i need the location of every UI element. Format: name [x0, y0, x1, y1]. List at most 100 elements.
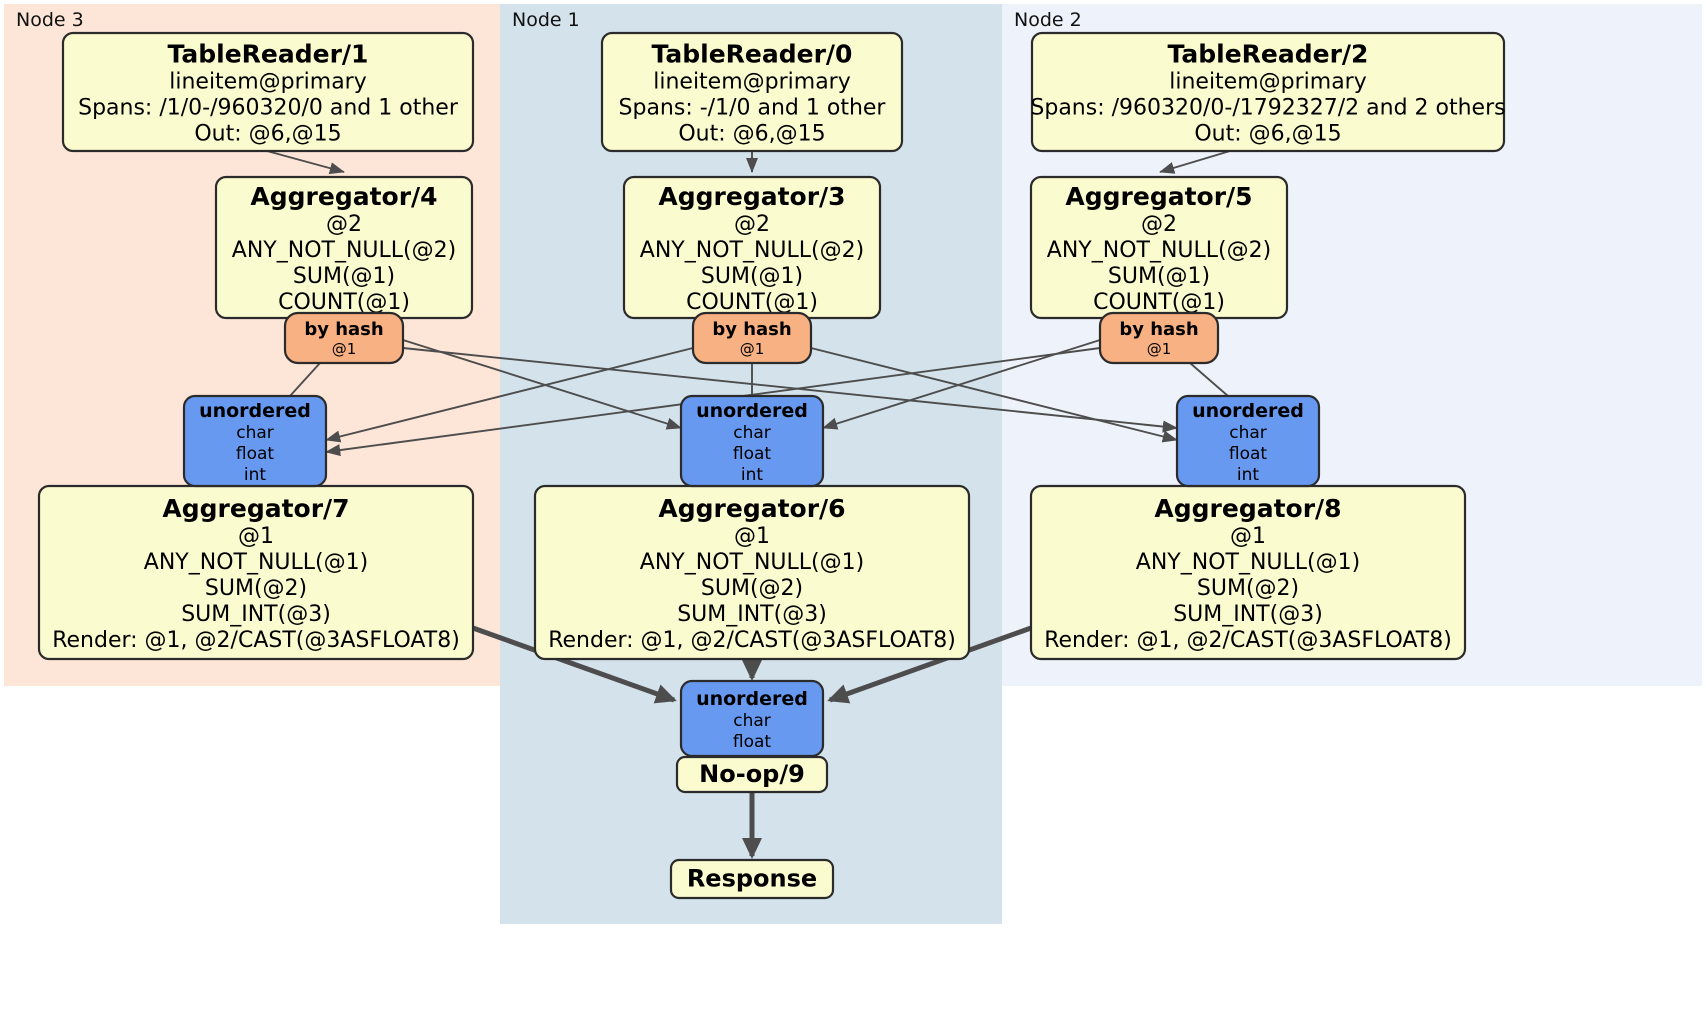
edge-byhash3-unordered7	[325, 347, 694, 443]
processor-title-aggregator8: Aggregator/8	[1154, 494, 1341, 523]
edge-byhash4-unordered7	[289, 362, 321, 397]
synchronizer-line-unordered8-2: int	[1237, 465, 1259, 485]
router-box-byhash3[interactable]	[691, 311, 813, 365]
synchronizer-box-unordered6[interactable]	[679, 394, 825, 488]
processor-title-tablereader2: TableReader/2	[1168, 40, 1369, 69]
synchronizer-title-unordered6: unordered	[696, 400, 808, 422]
processor-aggregator7[interactable]: Aggregator/7@1ANY_NOT_NULL(@1)SUM(@2)SUM…	[37, 484, 475, 661]
processor-line-aggregator8-2: SUM(@2)	[1197, 576, 1299, 601]
terminal-title-response: Response	[687, 865, 817, 893]
processor-line-aggregator8-3: SUM_INT(@3)	[1173, 602, 1323, 627]
processor-line-aggregator7-4: Render: @1, @2/CAST(@3ASFLOAT8)	[52, 628, 460, 653]
synchronizer-line-unordered7-0: char	[236, 423, 274, 443]
processor-box-tablereader0[interactable]	[600, 31, 904, 153]
edge-agg8-unordered9	[827, 625, 1032, 704]
synchronizer-line-unordered6-2: int	[741, 465, 763, 485]
processor-line-aggregator8-1: ANY_NOT_NULL(@1)	[1136, 550, 1360, 575]
processor-title-aggregator7: Aggregator/7	[162, 494, 349, 523]
processor-line-aggregator4-1: ANY_NOT_NULL(@2)	[232, 238, 456, 263]
node-region-label-node3: Node 3	[16, 9, 84, 31]
synchronizer-title-unordered7: unordered	[199, 400, 311, 422]
synchronizer-title-unordered8: unordered	[1192, 400, 1304, 422]
processor-line-aggregator6-2: SUM(@2)	[701, 576, 803, 601]
processor-line-aggregator3-3: COUNT(@1)	[686, 290, 818, 315]
node-region-label-node1: Node 1	[512, 9, 580, 31]
edge-tr2-agg5	[1159, 150, 1231, 174]
processor-line-aggregator6-1: ANY_NOT_NULL(@1)	[640, 550, 864, 575]
processor-aggregator6[interactable]: Aggregator/6@1ANY_NOT_NULL(@1)SUM(@2)SUM…	[533, 484, 971, 661]
processor-aggregator8[interactable]: Aggregator/8@1ANY_NOT_NULL(@1)SUM(@2)SUM…	[1029, 484, 1467, 661]
router-byhash3[interactable]: by hash@1	[691, 311, 813, 365]
edge-tr1-agg4	[266, 150, 345, 175]
processor-line-aggregator4-2: SUM(@1)	[293, 264, 395, 289]
terminal-box-noop9[interactable]	[675, 755, 829, 794]
processor-line-aggregator8-4: Render: @1, @2/CAST(@3ASFLOAT8)	[1044, 628, 1452, 653]
processor-line-tablereader1-0: lineitem@primary	[169, 70, 367, 95]
processor-line-aggregator5-0: @2	[1141, 212, 1177, 237]
processor-line-aggregator5-2: SUM(@1)	[1108, 264, 1210, 289]
synchronizer-box-unordered7[interactable]	[182, 394, 328, 488]
processor-title-aggregator6: Aggregator/6	[658, 494, 845, 523]
processor-line-tablereader2-0: lineitem@primary	[1169, 70, 1367, 95]
edge-byhash5-unordered8	[1189, 362, 1229, 397]
processor-box-tablereader2[interactable]	[1030, 31, 1506, 153]
edge-byhash3-unordered8	[810, 347, 1178, 443]
router-line-byhash3-0: @1	[740, 340, 765, 358]
processor-line-aggregator6-4: Render: @1, @2/CAST(@3ASFLOAT8)	[548, 628, 956, 653]
processor-title-tablereader1: TableReader/1	[168, 40, 369, 69]
processor-line-aggregator8-0: @1	[1230, 524, 1266, 549]
synchronizer-line-unordered9-0: char	[733, 711, 771, 731]
processor-title-aggregator4: Aggregator/4	[250, 182, 437, 211]
router-title-byhash5: by hash	[1119, 319, 1198, 340]
processor-line-aggregator6-0: @1	[734, 524, 770, 549]
processor-line-aggregator7-3: SUM_INT(@3)	[181, 602, 331, 627]
node-region-label-node2: Node 2	[1014, 9, 1082, 31]
processor-line-aggregator4-3: COUNT(@1)	[278, 290, 410, 315]
processor-line-aggregator7-2: SUM(@2)	[205, 576, 307, 601]
edge-agg7-unordered9	[472, 625, 677, 704]
processor-line-tablereader0-2: Out: @6,@15	[678, 122, 825, 147]
synchronizer-line-unordered6-1: float	[733, 444, 772, 464]
processor-aggregator4[interactable]: Aggregator/4@2ANY_NOT_NULL(@2)SUM(@1)COU…	[214, 175, 474, 320]
router-byhash4[interactable]: by hash@1	[283, 311, 405, 365]
router-title-byhash4: by hash	[304, 319, 383, 340]
router-line-byhash4-0: @1	[332, 340, 357, 358]
processor-line-tablereader2-2: Out: @6,@15	[1194, 122, 1341, 147]
synchronizer-line-unordered9-1: float	[733, 732, 772, 752]
processor-line-tablereader0-1: Spans: -/1/0 and 1 other	[619, 96, 887, 121]
processor-title-aggregator5: Aggregator/5	[1065, 182, 1252, 211]
synchronizer-line-unordered8-0: char	[1229, 423, 1267, 443]
edge-byhash4-unordered6	[402, 339, 682, 430]
synchronizer-box-unordered8[interactable]	[1175, 394, 1321, 488]
router-box-byhash4[interactable]	[283, 311, 405, 365]
processor-line-aggregator7-1: ANY_NOT_NULL(@1)	[144, 550, 368, 575]
processor-box-tablereader1[interactable]	[61, 31, 475, 153]
terminal-noop9[interactable]: No-op/9	[675, 755, 829, 794]
synchronizer-title-unordered9: unordered	[696, 688, 808, 710]
edge-byhash4-unordered8	[402, 347, 1178, 433]
processor-aggregator5[interactable]: Aggregator/5@2ANY_NOT_NULL(@2)SUM(@1)COU…	[1029, 175, 1289, 320]
edges-layer	[266, 150, 1231, 860]
processor-line-tablereader2-1: Spans: /960320/0-/1792327/2 and 2 others	[1030, 96, 1505, 121]
synchronizer-line-unordered7-1: float	[236, 444, 275, 464]
processor-aggregator3[interactable]: Aggregator/3@2ANY_NOT_NULL(@2)SUM(@1)COU…	[622, 175, 882, 320]
processor-line-aggregator5-3: COUNT(@1)	[1093, 290, 1225, 315]
router-box-byhash5[interactable]	[1098, 311, 1220, 365]
terminal-box-response[interactable]	[669, 858, 835, 900]
processor-title-aggregator3: Aggregator/3	[658, 182, 845, 211]
processor-line-aggregator3-0: @2	[734, 212, 770, 237]
terminal-response[interactable]: Response	[669, 858, 835, 900]
terminal-title-noop9: No-op/9	[699, 760, 805, 788]
router-byhash5[interactable]: by hash@1	[1098, 311, 1220, 365]
processor-line-aggregator3-2: SUM(@1)	[701, 264, 803, 289]
